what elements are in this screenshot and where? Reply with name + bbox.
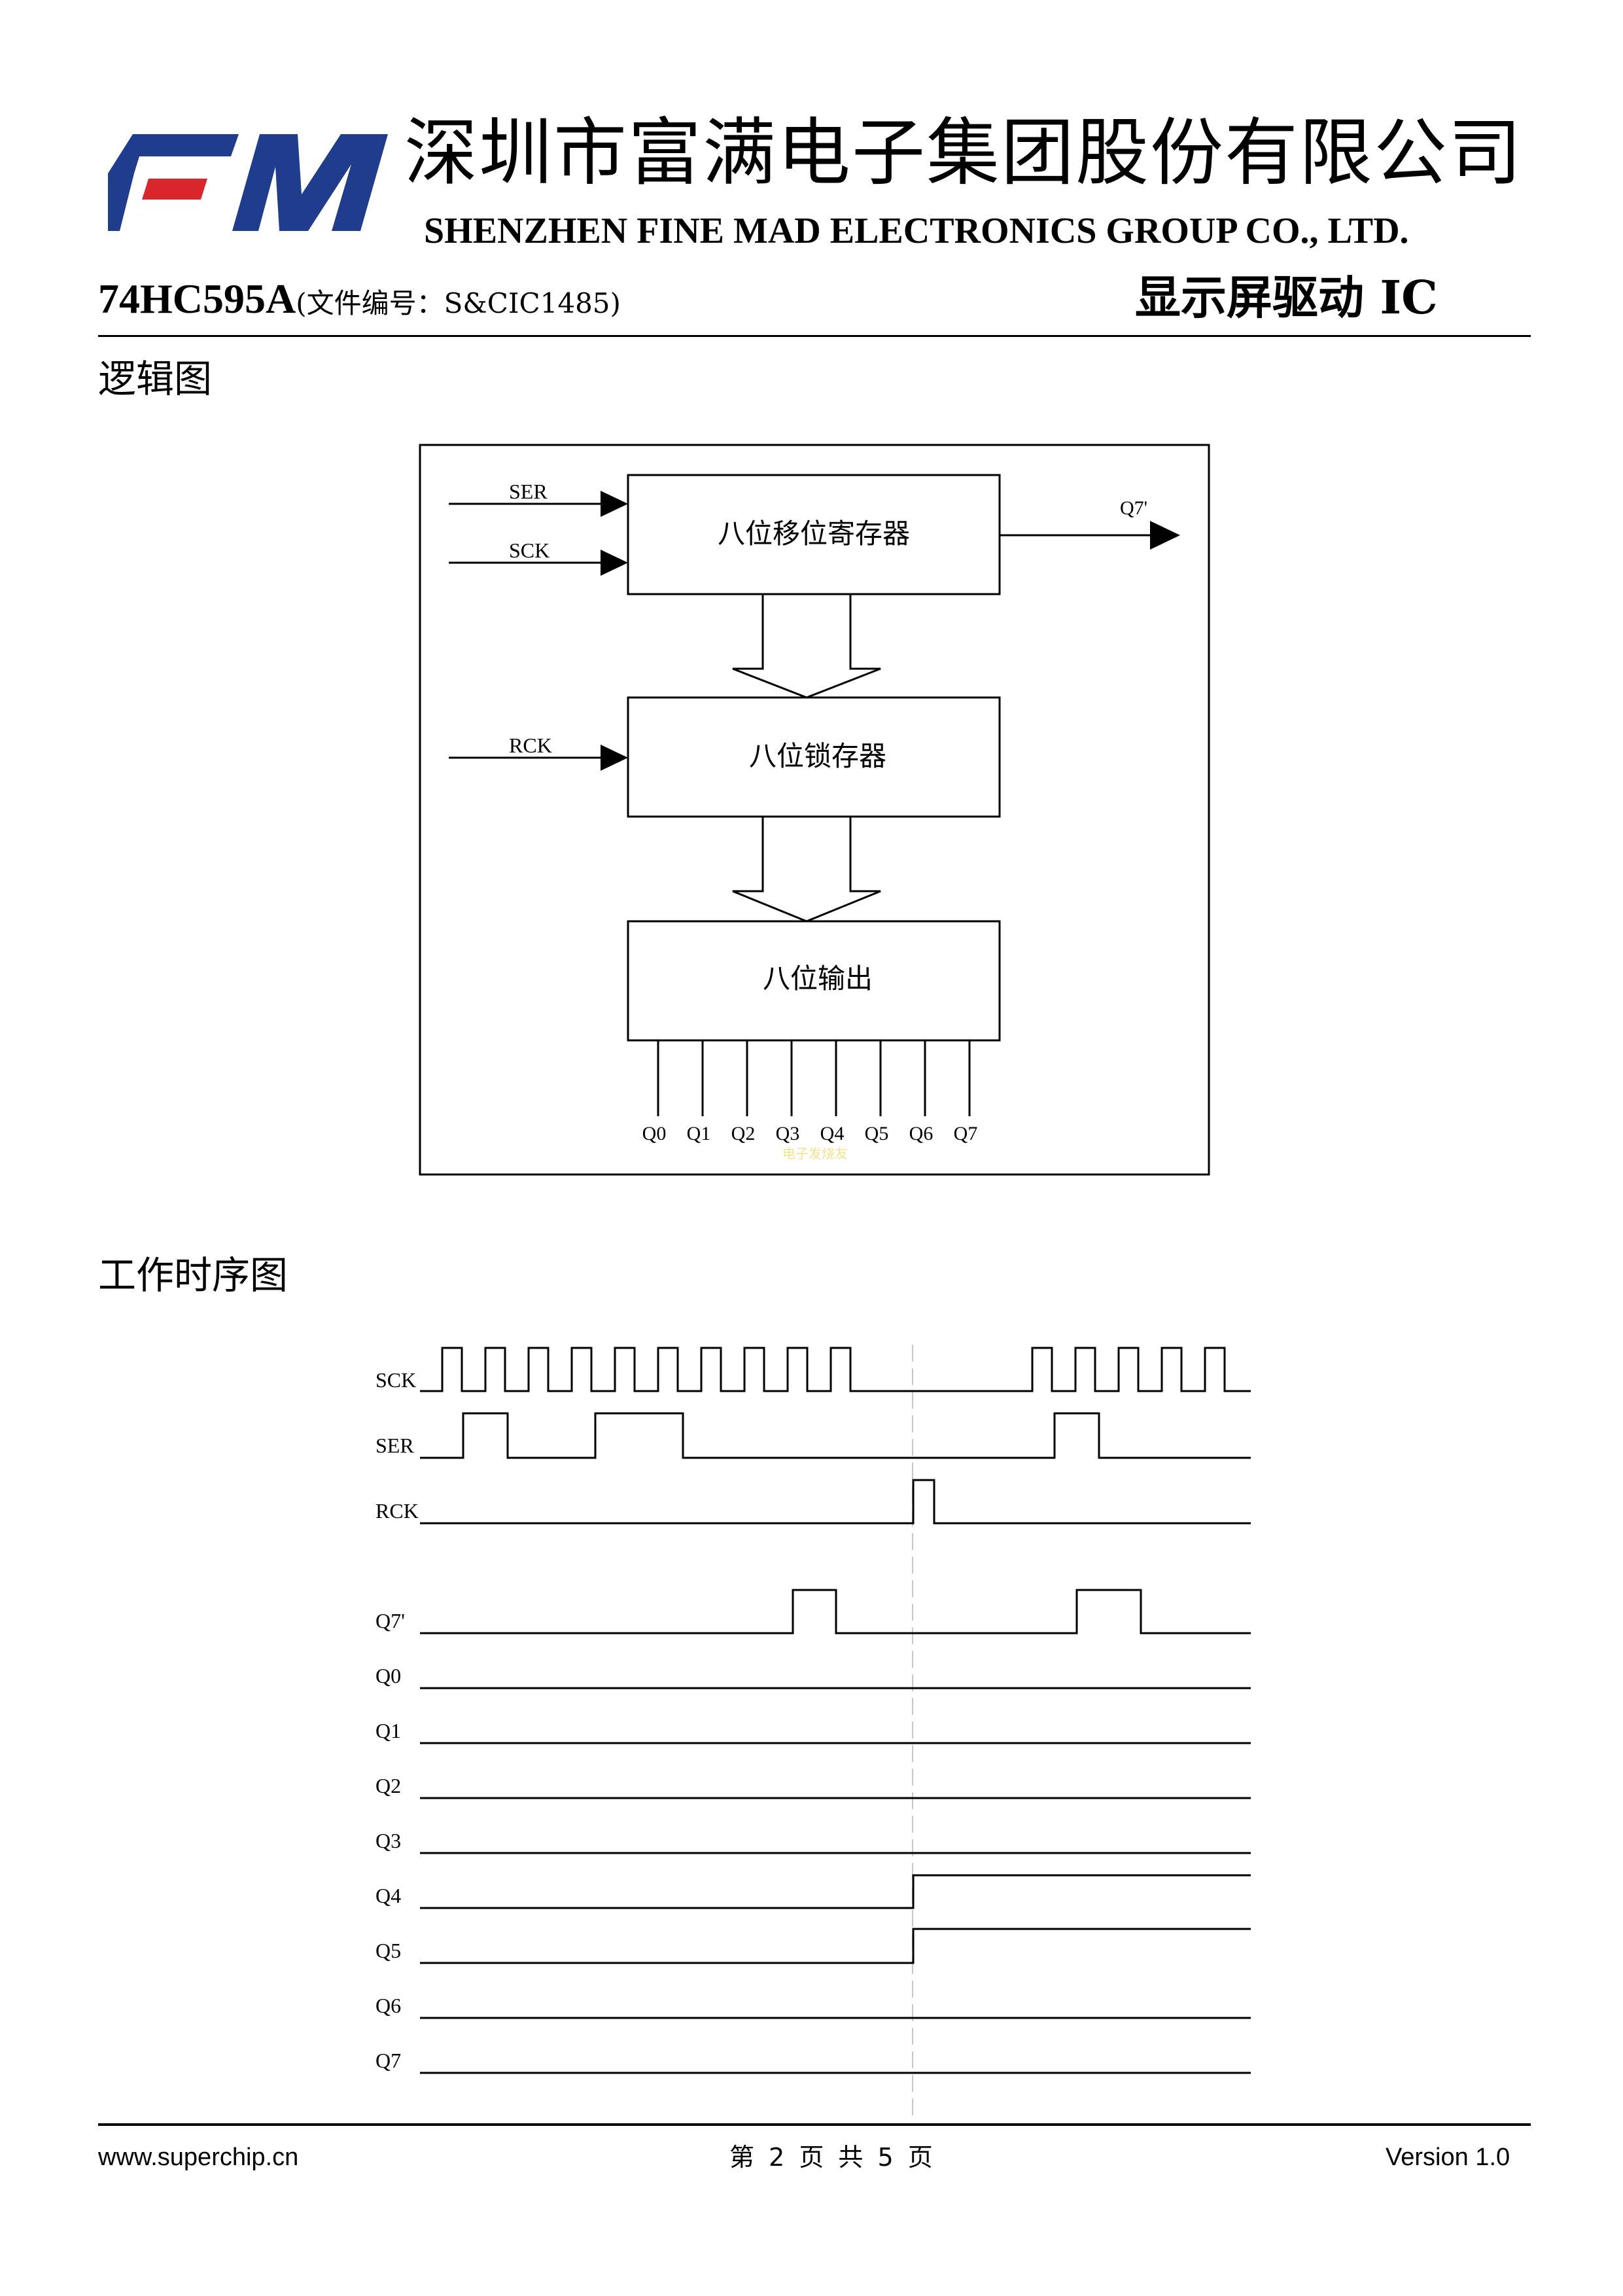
part-number-line: 74HC595A(文件编号：S&CIC1485) [98, 278, 621, 320]
company-name-en: SHENZHEN FINE MAD ELECTRONICS GROUP CO.,… [424, 211, 1409, 251]
q7s-output-label: Q7' [1120, 497, 1147, 519]
latch-label: 八位锁存器 [749, 740, 886, 772]
q7s-signal-label: Q7' [375, 1609, 405, 1633]
q1-signal-label: Q1 [375, 1719, 401, 1742]
footer-rule [98, 2123, 1531, 2126]
logic-diagram-title: 逻辑图 [98, 357, 213, 401]
q3-label: Q3 [776, 1123, 800, 1144]
ser-input-label: SER [509, 480, 548, 503]
ser-input-arrow [601, 491, 628, 517]
logo-f-top [108, 134, 239, 173]
company-name-cn: 深圳市富满电子集团股份有限公司 [404, 111, 1523, 196]
logo-f-stem [108, 173, 134, 231]
sck-input-arrow [601, 550, 628, 576]
q7-label: Q7 [954, 1123, 978, 1144]
q2-label: Q2 [731, 1123, 756, 1144]
q3-signal-label: Q3 [375, 1829, 401, 1852]
q5-signal-label: Q5 [375, 1939, 401, 1962]
timing-diagram-title: 工作时序图 [98, 1253, 288, 1298]
q4-waveform [420, 1874, 1251, 1909]
footer-version: Version 1.0 [1386, 2144, 1510, 2171]
q4-label: Q4 [820, 1123, 845, 1144]
footer-website-link[interactable]: www.superchip.cn [98, 2144, 299, 2171]
document-number: (文件编号：S&CIC1485) [296, 287, 621, 319]
company-logo [108, 134, 388, 231]
logic-frame [419, 444, 1210, 1176]
ser-signal-label: SER [375, 1434, 414, 1457]
q0-label: Q0 [642, 1123, 667, 1144]
rck-waveform [420, 1479, 1251, 1525]
q4-signal-label: Q4 [375, 1884, 401, 1907]
watermark: 电子发烧友 [782, 1146, 848, 1161]
rck-input-arrow [601, 745, 628, 771]
q1-label: Q1 [687, 1123, 711, 1144]
output-block [627, 920, 1001, 1042]
q0-signal-label: Q0 [375, 1664, 401, 1687]
q7s-output-arrow [1150, 521, 1180, 550]
rck-signal-label: RCK [375, 1499, 419, 1523]
sck-input-label: SCK [509, 539, 550, 562]
shift-to-latch-arrow [732, 593, 881, 699]
footer-page-number: 第 2 页 共 5 页 [729, 2143, 933, 2172]
document-title: 显示屏驱动 IC [1135, 270, 1438, 325]
q2-signal-label: Q2 [375, 1774, 401, 1797]
sck-signal-label: SCK [375, 1368, 416, 1392]
q5-label: Q5 [865, 1123, 889, 1144]
sck-waveform [420, 1347, 1251, 1392]
ser-waveform [420, 1412, 1251, 1459]
q7-signal-label: Q7 [375, 2049, 401, 2072]
output-pins [657, 1040, 971, 1116]
q6-signal-label: Q6 [375, 1994, 401, 2017]
output-label: 八位输出 [763, 963, 873, 995]
rck-input-label: RCK [509, 733, 552, 757]
q5-waveform [420, 1928, 1251, 1964]
q7s-waveform [420, 1589, 1251, 1634]
shift-register-label: 八位移位寄存器 [718, 518, 910, 550]
logo-m [232, 134, 388, 231]
logo-f-bar [142, 179, 207, 200]
q6-label: Q6 [909, 1123, 934, 1144]
part-number: 74HC595A [98, 275, 296, 322]
header-rule [98, 335, 1531, 337]
latch-to-output-arrow [732, 815, 881, 923]
